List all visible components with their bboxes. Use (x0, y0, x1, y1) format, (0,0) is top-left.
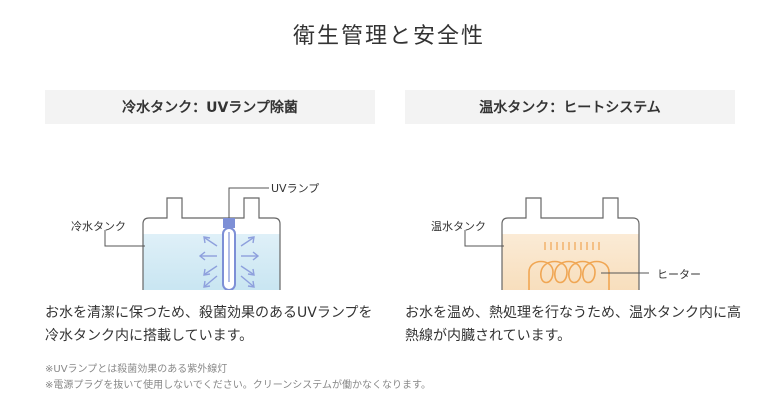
heater-label: ヒーター (657, 268, 701, 281)
hot-tank-diagram: 温水タンク ヒーター (405, 130, 735, 290)
tank-leader-line (104, 230, 145, 247)
heater-coil (528, 260, 610, 290)
hot-tank-body (501, 197, 640, 290)
hot-tank-illustration (464, 197, 649, 290)
heat-marks (544, 242, 600, 250)
cold-tank-diagram: 冷水タンク UVランプ (45, 130, 375, 290)
cold-tank-section: 冷水タンク：UVランプ除菌 (45, 90, 375, 290)
cold-tank-illustration (104, 187, 281, 290)
footnotes: ※UVランプとは殺菌効果のある紫外線灯 ※電源プラグを抜いて使用しないでください… (45, 362, 431, 394)
cold-tank-header: 冷水タンク：UVランプ除菌 (45, 90, 375, 124)
hot-tank-section: 温水タンク：ヒートシステム (405, 90, 735, 290)
hot-tank-label: 温水タンク (431, 220, 486, 233)
uv-lamp-label: UVランプ (271, 182, 320, 195)
tank-leader-line (464, 230, 504, 247)
footnote: ※電源プラグを抜いて使用しないでください。クリーンシステムが働かなくなります。 (45, 380, 431, 391)
cold-tank-body (142, 197, 281, 290)
page-title: 衛生管理と安全性 (292, 24, 485, 49)
uv-lamp-cap (223, 218, 235, 228)
cold-tank-label: 冷水タンク (71, 220, 126, 233)
hot-tank-description: お水を温め、熱処理を行なうため、温水タンク内に高熱線が内臓されています。 (405, 305, 741, 344)
footnote: ※UVランプとは殺菌効果のある紫外線灯 (45, 364, 228, 375)
lamp-leader-line (228, 187, 269, 218)
cold-tank-description: お水を清潔に保つため、殺菌効果のあるUVランプを冷水タンク内に搭載しています。 (45, 305, 373, 344)
uv-ray-arrows (198, 236, 260, 288)
hot-tank-header: 温水タンク：ヒートシステム (405, 90, 735, 124)
